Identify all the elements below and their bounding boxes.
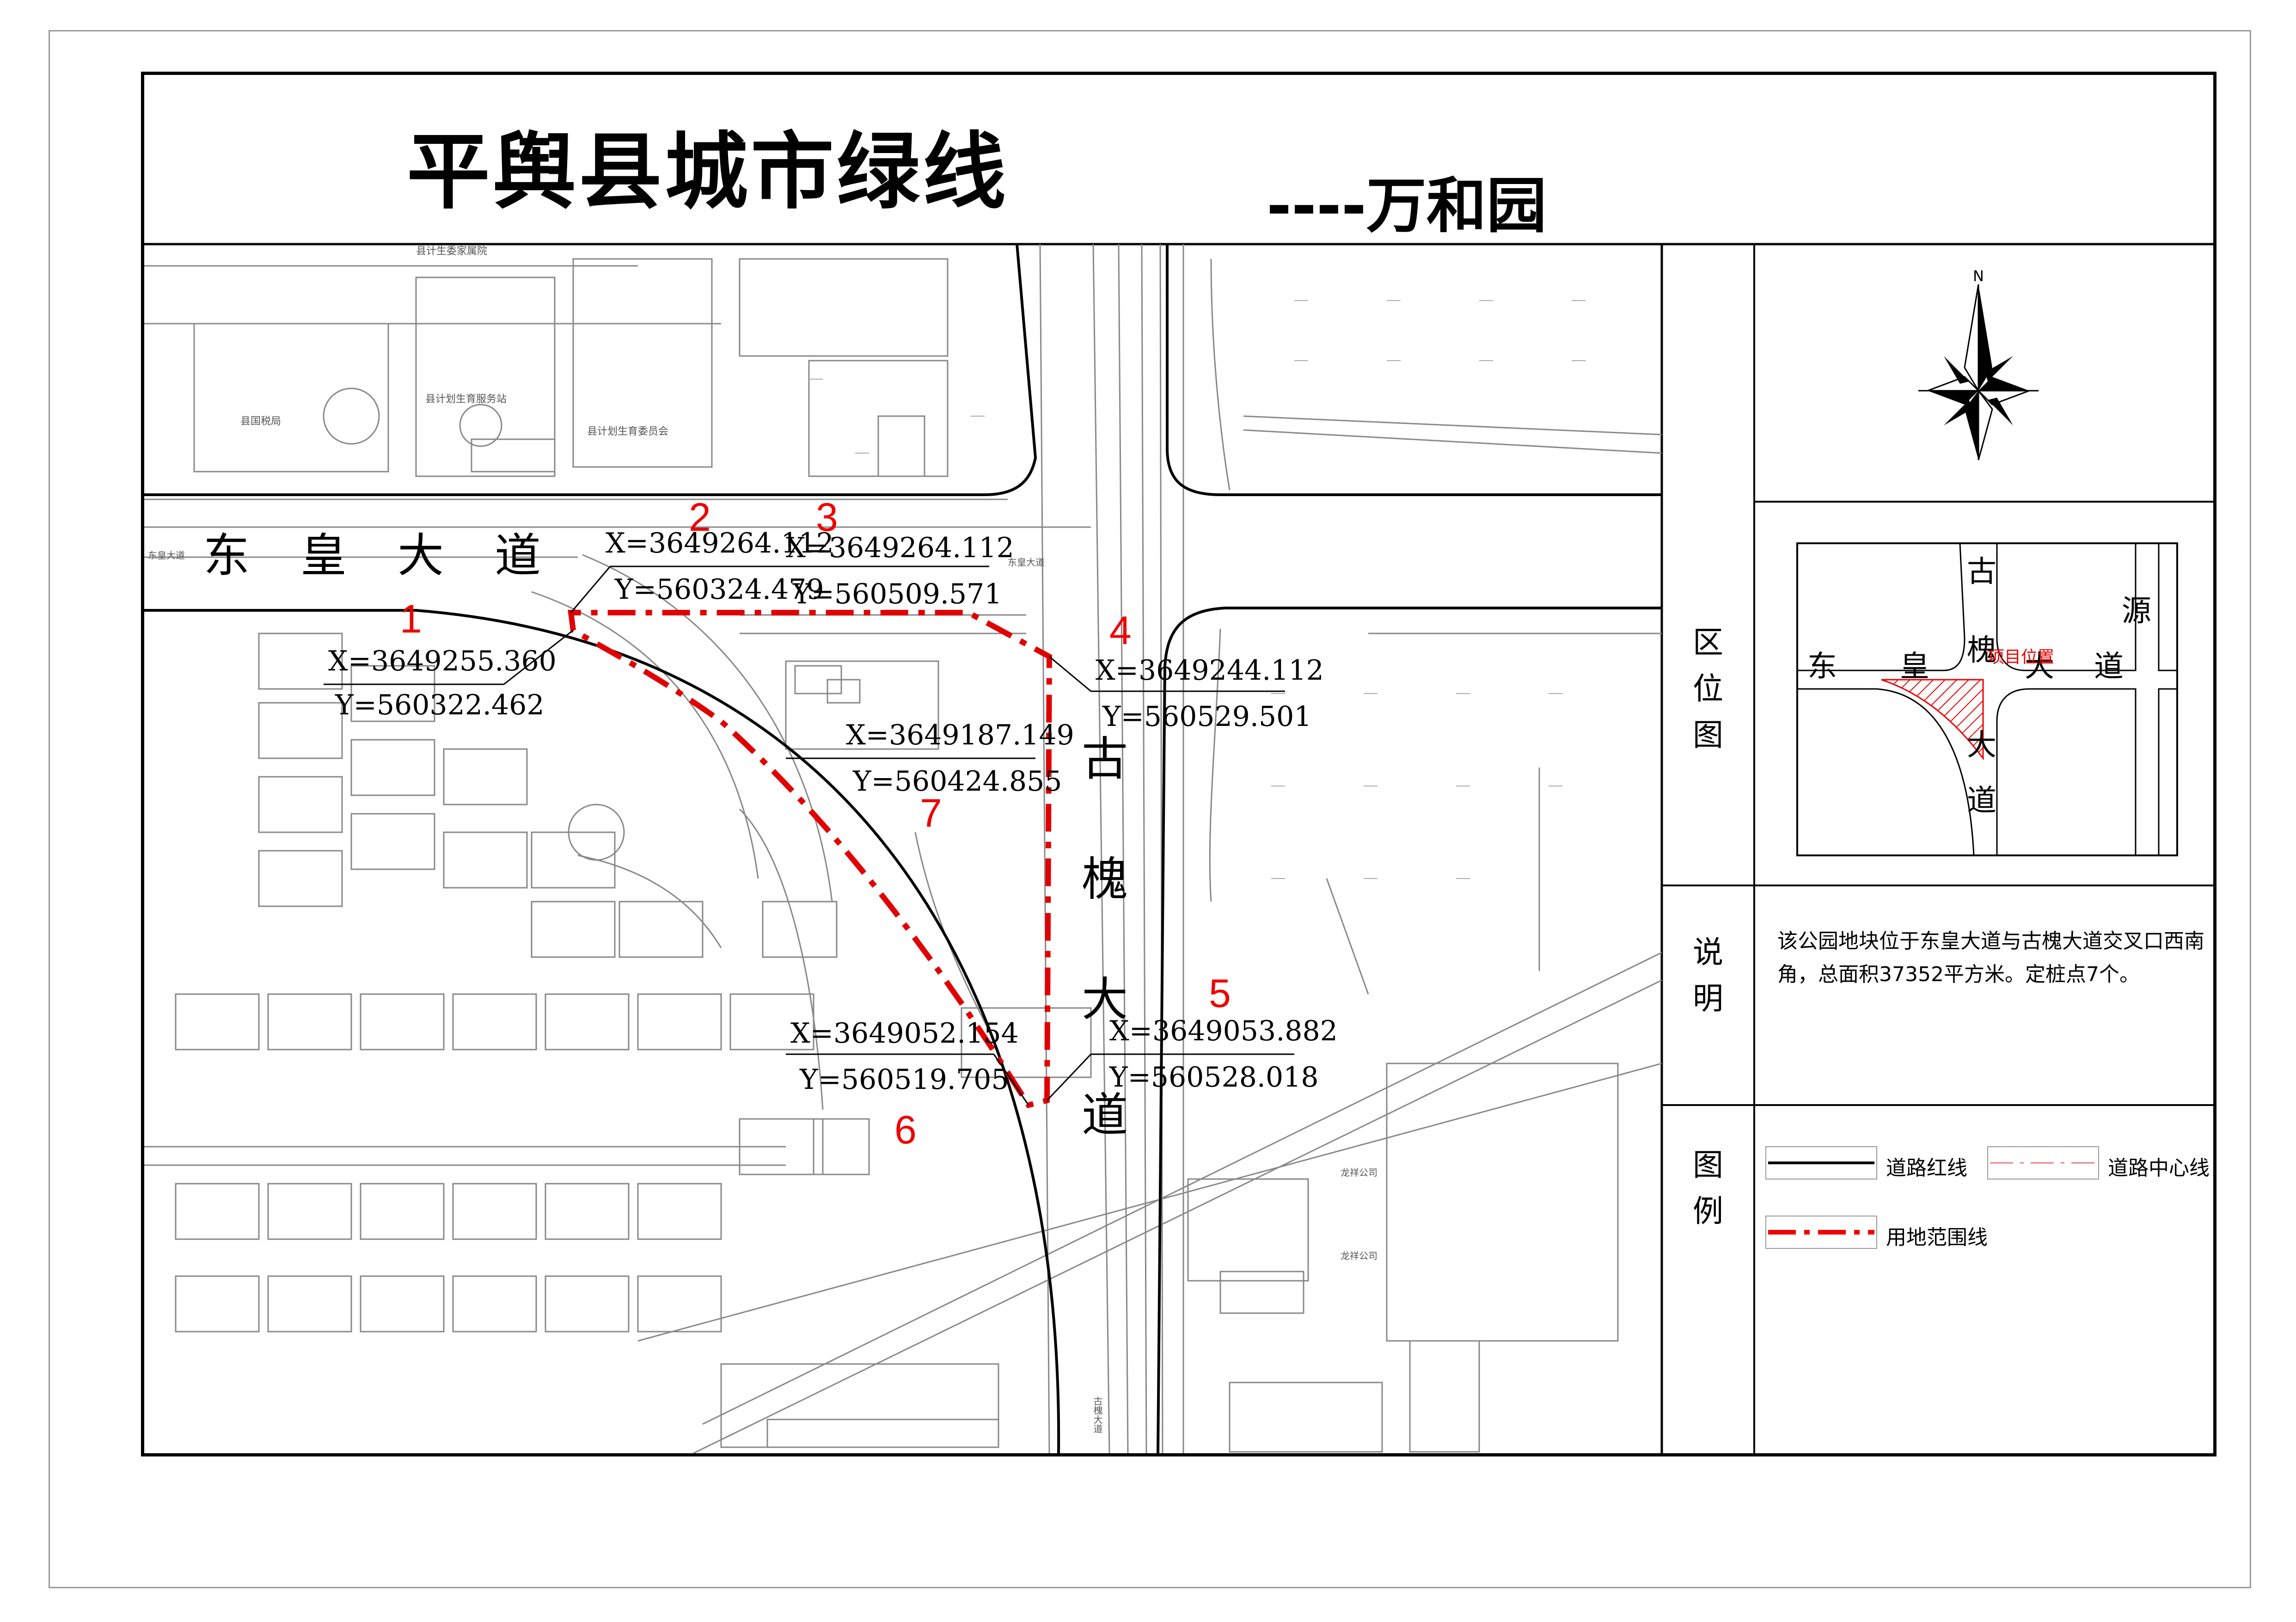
- land-boundary: [568, 610, 1053, 1108]
- road-label-dong: 东: [203, 528, 250, 583]
- redline-donghuang-south-east: [1157, 607, 1662, 1453]
- base-map: [144, 244, 1662, 1453]
- point-number-2: 2: [689, 495, 711, 540]
- map-label-b2: 县计划生育服务站: [425, 393, 507, 405]
- main-frame: [141, 72, 2216, 1456]
- road-label-gu: 古: [1082, 732, 1128, 786]
- map-label-b9: 龙祥公司: [1341, 1250, 1378, 1261]
- description-label-1: 说: [1693, 934, 1723, 970]
- loc-label-dao2: 道: [1967, 784, 1996, 818]
- coord-x-6: X=3649052.154: [790, 1017, 1019, 1050]
- map-label-b6: 东皇大道: [1008, 557, 1045, 568]
- legend-label-2: 例: [1693, 1193, 1723, 1229]
- road-label-da: 大: [398, 528, 444, 583]
- coord-x-3: X=3649264.112: [786, 532, 1014, 564]
- coord-x-7: X=3649187.149: [846, 719, 1074, 751]
- point-number-6: 6: [894, 1108, 917, 1152]
- loc-label-dao: 道: [2094, 650, 2124, 684]
- map-label-b1: 县计生委家属院: [416, 246, 488, 257]
- point-number-5: 5: [1209, 971, 1231, 1016]
- map-label-b4: 县国税局: [240, 416, 282, 427]
- road-red-lines: [144, 244, 1662, 1453]
- loc-label-yuan: 源: [2122, 594, 2151, 628]
- leader-lines: [324, 565, 1294, 1106]
- map-label-b3: 县计划生育委员会: [587, 426, 669, 437]
- redline-donghuang-north-east: [1166, 244, 1662, 496]
- loc-label-dong: 东: [1807, 650, 1837, 684]
- coord-x-1: X=3649255.360: [328, 645, 557, 677]
- location-map-label-1: 区: [1693, 625, 1723, 660]
- loc-label-da2: 大: [1967, 728, 1996, 762]
- north-arrow: [1918, 284, 2039, 461]
- location-inset: [1796, 542, 2178, 856]
- legend-road-center-line: 道路中心线: [2108, 1156, 2210, 1180]
- loc-label-huai: 槐: [1967, 633, 1996, 668]
- road-label-huang: 皇: [300, 528, 347, 583]
- map-label-b7: 古槐大道: [1092, 1396, 1103, 1433]
- loc-label-huang: 皇: [1900, 650, 1929, 684]
- point-number-7: 7: [920, 791, 942, 836]
- map-label-b5: 东皇大道: [148, 550, 185, 561]
- road-label-da2: 大: [1082, 972, 1128, 1026]
- road-label-dao: 道: [495, 528, 541, 583]
- loc-label-gu: 古: [1967, 555, 1996, 589]
- outer-frame: [49, 30, 2251, 1588]
- loc-label-da: 大: [2025, 650, 2054, 684]
- north-label: N: [1973, 267, 1984, 285]
- coord-y-3: Y=560509.571: [793, 578, 1002, 610]
- point-number-1: 1: [400, 597, 422, 641]
- road-label-dao2: 道: [1082, 1088, 1128, 1142]
- point-number-4: 4: [1109, 608, 1132, 653]
- loc-project-note: 项目位置: [1988, 648, 2055, 667]
- coord-y-4: Y=560529.501: [1102, 700, 1312, 733]
- coord-x-2: X=3649264.112: [606, 527, 834, 559]
- map-label-b8: 龙祥公司: [1341, 1167, 1378, 1178]
- location-map-label-2: 位: [1693, 671, 1723, 707]
- legend-land-boundary: 用地范围线: [1886, 1226, 1988, 1249]
- location-map-label-3: 图: [1693, 717, 1723, 753]
- legend-road-red-line: 道路红线: [1886, 1156, 1967, 1180]
- coord-y-7: Y=560424.855: [853, 765, 1062, 798]
- legend-symbols: [1765, 1146, 2099, 1249]
- coord-y-5: Y=560528.018: [1109, 1061, 1319, 1094]
- point-number-3: 3: [816, 495, 838, 540]
- coord-y-2: Y=560324.479: [615, 573, 824, 606]
- page-title: 平舆县城市绿线: [407, 124, 1009, 221]
- road-label-huai: 槐: [1082, 852, 1128, 906]
- coord-x-5: X=3649053.882: [1109, 1015, 1338, 1047]
- page-subtitle: ----万和园: [1267, 171, 1547, 241]
- coord-y-6: Y=560519.705: [800, 1063, 1009, 1096]
- description-label-2: 明: [1693, 981, 1723, 1016]
- coord-y-1: Y=560322.462: [335, 689, 545, 721]
- redline-southwest-curve: [144, 609, 1060, 1453]
- redline-donghuang-north-west: [144, 244, 1037, 496]
- legend-label-1: 图: [1693, 1147, 1723, 1183]
- description-text: 该公园地块位于东皇大道与古槐大道交叉口西南角，总面积37352平方米。定桩点7个…: [1777, 929, 2204, 986]
- coord-x-4: X=3649244.112: [1096, 654, 1324, 687]
